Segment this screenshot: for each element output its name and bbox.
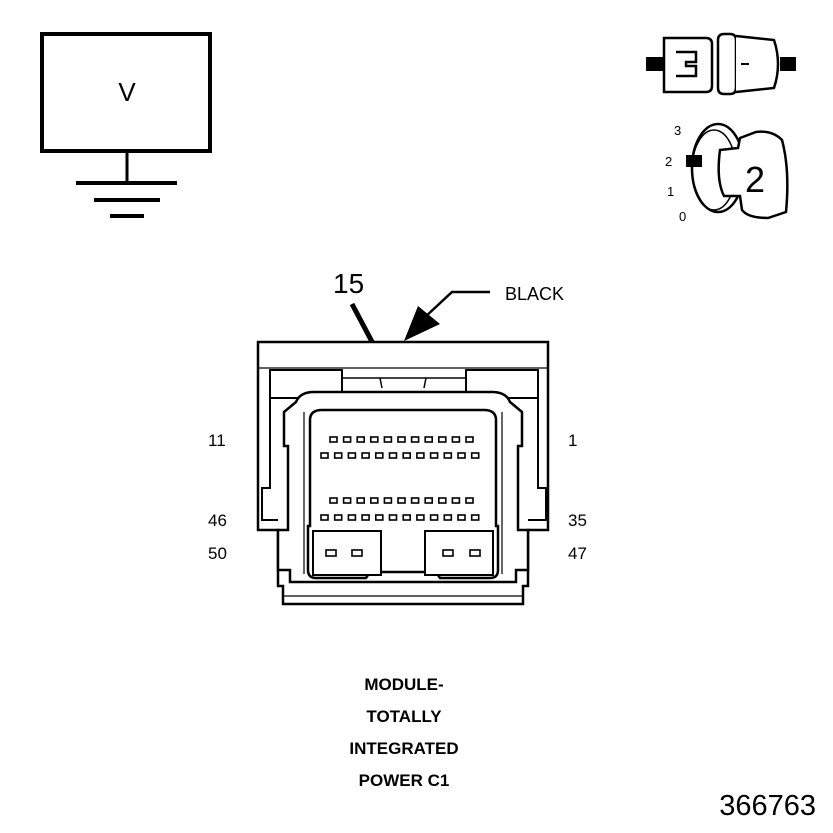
pin-cavity: [369, 436, 379, 443]
pin-cavity: [437, 497, 447, 504]
pin-cavity: [443, 452, 453, 459]
key-position-1: 1: [667, 184, 674, 199]
pin-cavity: [388, 452, 398, 459]
caption-line-1: MODULE-: [364, 675, 443, 694]
pin-cavity: [424, 497, 434, 504]
key-position-0: 0: [679, 209, 686, 224]
disconnected-connector-icon: [646, 32, 796, 96]
pin-number-label: 15: [333, 268, 364, 299]
pin-label-50: 50: [208, 544, 227, 563]
pin-cavity: [410, 497, 420, 504]
pin-cavity: [410, 436, 420, 443]
voltmeter-symbol: V: [40, 32, 212, 218]
pin-cavity: [402, 514, 412, 521]
pin-cavity: [347, 514, 357, 521]
pin-cavity: [356, 436, 366, 443]
key-position-2: 2: [665, 154, 672, 169]
pin-cavity: [374, 452, 384, 459]
pin-cavity: [383, 497, 393, 504]
connector-color-label: BLACK: [505, 284, 564, 304]
pin-cavity: [351, 549, 363, 557]
pin-cavity: [361, 514, 370, 521]
pin-cavity: [429, 452, 439, 459]
connector-face: [256, 340, 550, 606]
pin-cavity: [329, 497, 338, 504]
pin-label-35: 35: [568, 511, 587, 530]
pin-cavity: [374, 514, 384, 521]
ground-icon: [76, 181, 177, 218]
pin-cavity: [469, 549, 481, 557]
key-position-3: 3: [674, 123, 681, 138]
pin-cavity: [320, 452, 329, 459]
color-callout: BLACK: [404, 284, 564, 341]
pin-label-11: 11: [208, 431, 226, 450]
pin-cavity: [457, 514, 466, 521]
pin-cavity: [437, 436, 447, 443]
pin-cavity: [429, 514, 439, 521]
pin-cavities: [320, 436, 481, 557]
pin-cavity: [383, 436, 393, 443]
pin-labels: 11 1 46 35 50 47: [208, 431, 587, 563]
pin-cavity: [451, 436, 461, 443]
key-selected-position: 2: [745, 159, 765, 200]
connector-caption: MODULE- TOTALLY INTEGRATED POWER C1: [349, 675, 458, 790]
pin-cavity: [442, 549, 454, 557]
pin-label-46: 46: [208, 511, 227, 530]
pin-cavity: [356, 497, 366, 504]
pin-cavity: [333, 514, 343, 521]
pin-cavity: [342, 436, 352, 443]
pin-cavity: [470, 514, 480, 521]
pin-cavity: [333, 452, 343, 459]
pin-label-47: 47: [568, 544, 587, 563]
figure-number: 366763: [719, 790, 816, 822]
pin-cavity: [320, 514, 329, 521]
pin-cavity: [325, 549, 337, 557]
pin-cavity: [457, 452, 466, 459]
pin-cavity: [361, 452, 370, 459]
pin-cavity: [451, 497, 461, 504]
pin-cavity: [416, 452, 425, 459]
pin-cavity: [465, 436, 474, 443]
ignition-key-icon: 3 2 1 0 2: [665, 122, 789, 224]
pin-cavity: [443, 514, 453, 521]
pin-cavity: [416, 514, 425, 521]
caption-line-2: TOTALLY: [366, 707, 442, 726]
pin-cavity: [397, 497, 406, 504]
pin-cavity: [342, 497, 352, 504]
pin-label-1: 1: [568, 431, 577, 450]
caption-line-4: POWER C1: [359, 771, 450, 790]
pin-cavity: [465, 497, 474, 504]
pin-cavity: [397, 436, 406, 443]
pin-cavity: [470, 452, 480, 459]
voltmeter-label: V: [118, 77, 136, 107]
pin-cavity: [347, 452, 357, 459]
pin-cavity: [402, 452, 412, 459]
caption-line-3: INTEGRATED: [349, 739, 458, 758]
pin-cavity: [369, 497, 379, 504]
pin-cavity: [388, 514, 398, 521]
pin-cavity: [329, 436, 338, 443]
pin-cavity: [424, 436, 434, 443]
